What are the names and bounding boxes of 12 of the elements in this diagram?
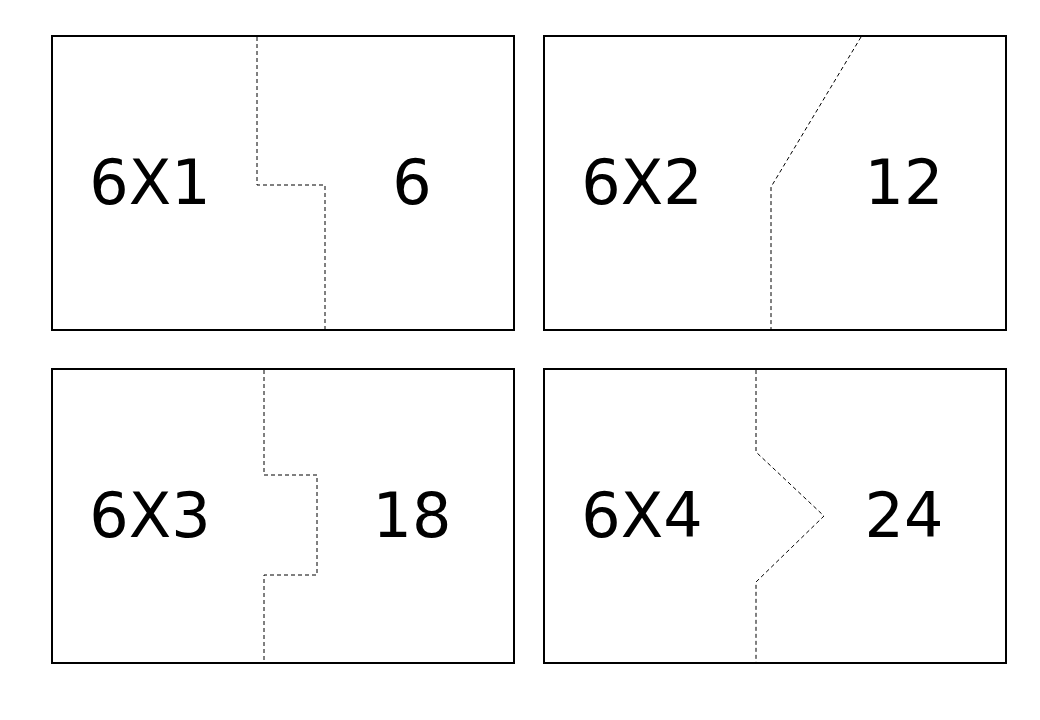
- expression-text: 6X3: [89, 485, 211, 547]
- puzzle-card: [543, 35, 1007, 331]
- expression-text: 6X4: [581, 485, 703, 547]
- product-text: 12: [864, 152, 944, 214]
- expression-text: 6X1: [89, 152, 211, 214]
- puzzle-card: [543, 368, 1007, 664]
- puzzle-card: [51, 368, 515, 664]
- product-text: 18: [372, 485, 452, 547]
- product-text: 24: [864, 485, 944, 547]
- product-text: 6: [392, 152, 432, 214]
- puzzle-card: [51, 35, 515, 331]
- expression-text: 6X2: [581, 152, 703, 214]
